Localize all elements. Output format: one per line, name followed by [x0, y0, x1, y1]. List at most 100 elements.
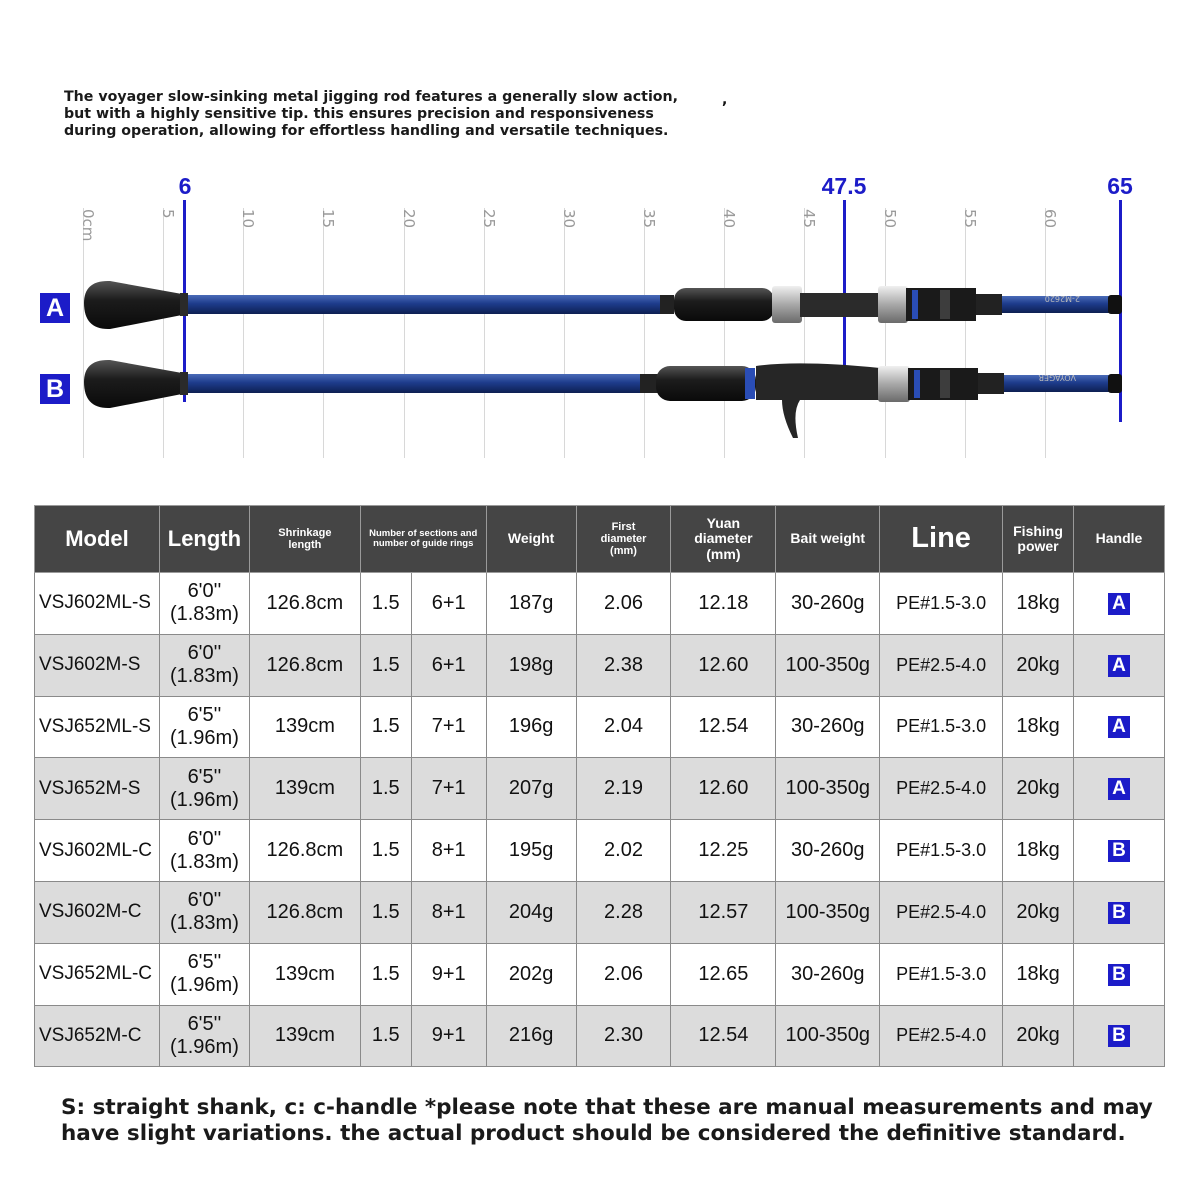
cell-first-diameter: 2.06 — [575, 572, 672, 635]
marker-line-6 — [183, 200, 186, 402]
ruler-tick-label: 40 — [720, 209, 738, 229]
cell-bait-weight: 30-260g — [775, 695, 881, 759]
cell-bait-weight: 100-350g — [775, 1004, 881, 1068]
spec-table: Model Length Shrinkage length Number of … — [34, 505, 1165, 1068]
ruler-tick-line — [243, 208, 244, 458]
header-model: Model — [34, 505, 160, 573]
header-weight: Weight — [485, 505, 577, 573]
cell-line: PE#2.5-4.0 — [879, 757, 1004, 821]
header-fishing-power: Fishing power — [1002, 505, 1074, 573]
length-feet: 6'5'' — [187, 951, 222, 974]
cell-weight: 198g — [485, 633, 577, 697]
length-feet: 6'5'' — [187, 1012, 222, 1035]
cell-bait-weight: 100-350g — [775, 757, 881, 821]
cell-sections: 1.5 — [359, 819, 412, 882]
ruler-tick-line — [965, 208, 966, 458]
header-handle: Handle — [1073, 505, 1165, 573]
cell-yuan-diameter: 12.54 — [670, 695, 777, 759]
cell-bait-weight: 100-350g — [775, 633, 881, 697]
cell-shrinkage: 126.8cm — [248, 819, 361, 882]
footer-line-2: have slight variations. the actual produ… — [61, 1121, 1126, 1146]
length-feet: 6'5'' — [187, 703, 222, 726]
cell-first-diameter: 2.04 — [575, 695, 672, 759]
cell-length: 6'0''(1.83m) — [158, 819, 250, 882]
cell-sections: 1.5 — [359, 757, 412, 821]
header-fishing-line1: Fishing — [1013, 522, 1063, 539]
cell-shrinkage: 139cm — [248, 1004, 361, 1068]
handle-badge: A — [1108, 654, 1130, 677]
length-feet: 6'5'' — [187, 765, 222, 788]
cell-weight: 216g — [485, 1004, 577, 1068]
cell-shrinkage: 126.8cm — [248, 633, 361, 697]
ruler-tick-line — [644, 208, 645, 458]
ruler-tick-line — [564, 208, 565, 458]
cell-bait-weight: 30-260g — [775, 942, 881, 1006]
cell-yuan-diameter: 12.60 — [670, 757, 777, 821]
handle-badge: A — [1108, 592, 1130, 615]
ruler-tick-line — [323, 208, 324, 458]
cell-sections: 1.5 — [359, 633, 412, 697]
ruler-tick-line — [1045, 208, 1046, 458]
ruler-tick-line — [724, 208, 725, 458]
cell-bait-weight: 100-350g — [775, 880, 881, 944]
cell-guide-rings: 9+1 — [410, 942, 487, 1006]
cell-fishing-power: 18kg — [1002, 572, 1074, 635]
cell-fishing-power: 20kg — [1002, 1004, 1074, 1068]
footer-line-1: S: straight shank, c: c-handle *please n… — [61, 1095, 1153, 1120]
ruler-tick-label: 5 — [159, 209, 177, 219]
ruler-tick-label: 35 — [640, 209, 658, 229]
cell-weight: 195g — [485, 819, 577, 882]
cell-fishing-power: 20kg — [1002, 757, 1074, 821]
length-meters: (1.83m) — [169, 603, 239, 626]
cell-yuan-diameter: 12.60 — [670, 633, 777, 697]
cell-sections: 1.5 — [359, 880, 412, 944]
header-yuan-diameter: Yuan diameter (mm) — [670, 505, 777, 573]
cell-handle: B — [1073, 942, 1165, 1006]
cell-line: PE#1.5-3.0 — [879, 942, 1004, 1006]
marker-line-47-5 — [843, 200, 846, 370]
marker-label-65: 65 — [1107, 173, 1133, 199]
ruler-tick-line — [484, 208, 485, 458]
cell-model: VSJ602ML-S — [34, 572, 160, 635]
cell-length: 6'0''(1.83m) — [158, 633, 250, 697]
length-feet: 6'0'' — [187, 580, 222, 603]
handle-badge-b: B — [40, 374, 70, 404]
length-meters: (1.96m) — [169, 974, 239, 997]
ruler-tick-label: 30 — [560, 209, 578, 229]
length-meters: (1.96m) — [169, 726, 239, 749]
header-sections-line1: Number of sections and — [369, 527, 478, 539]
ruler-tick-label: 25 — [480, 209, 498, 229]
cell-guide-rings: 6+1 — [410, 633, 487, 697]
cell-guide-rings: 7+1 — [410, 757, 487, 821]
header-yuan-line1: Yuan — [706, 514, 741, 531]
cell-weight: 207g — [485, 757, 577, 821]
cell-length: 6'0''(1.83m) — [158, 572, 250, 635]
cell-length: 6'0''(1.83m) — [158, 880, 250, 944]
handle-badge: B — [1108, 963, 1130, 986]
marker-line-65 — [1119, 200, 1122, 422]
cell-shrinkage: 126.8cm — [248, 880, 361, 944]
header-first-diameter: First diameter (mm) — [575, 505, 672, 573]
cell-guide-rings: 8+1 — [410, 880, 487, 944]
cell-line: PE#2.5-4.0 — [879, 633, 1004, 697]
ruler-tick-label: 15 — [319, 209, 337, 229]
cell-length: 6'5''(1.96m) — [158, 1004, 250, 1068]
cell-guide-rings: 6+1 — [410, 572, 487, 635]
cell-yuan-diameter: 12.18 — [670, 572, 777, 635]
cell-yuan-diameter: 12.54 — [670, 1004, 777, 1068]
cell-weight: 204g — [485, 880, 577, 944]
cell-bait-weight: 30-260g — [775, 572, 881, 635]
cell-handle: B — [1073, 880, 1165, 944]
cell-handle: A — [1073, 757, 1165, 821]
header-sections-line2: number of guide rings — [373, 538, 474, 549]
stray-comma: , — [722, 92, 728, 108]
cell-weight: 187g — [485, 572, 577, 635]
ruler-tick-label: 55 — [961, 209, 979, 229]
length-meters: (1.83m) — [169, 912, 239, 935]
cell-model: VSJ602M-C — [34, 880, 160, 944]
